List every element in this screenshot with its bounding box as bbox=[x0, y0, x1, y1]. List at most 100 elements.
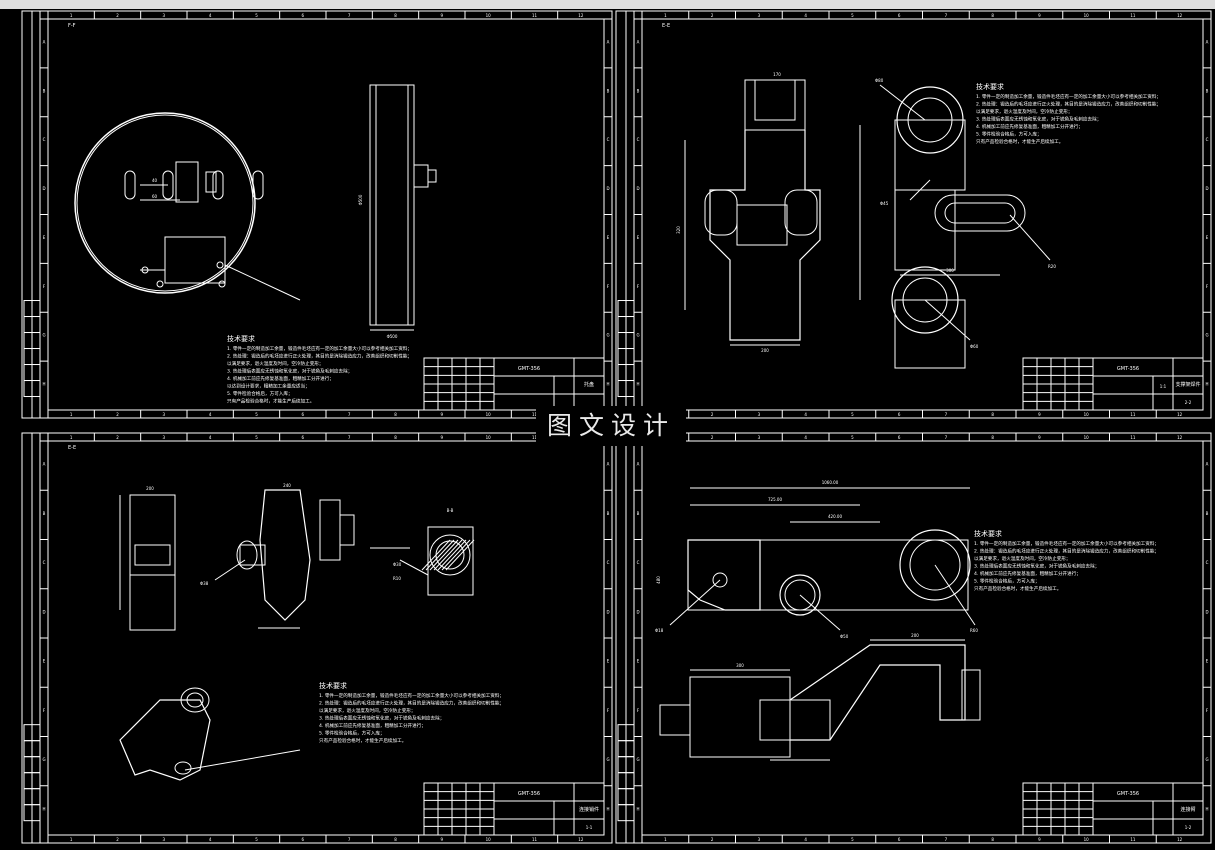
ruler-letter: B bbox=[1206, 511, 1209, 516]
side-pin-head bbox=[236, 540, 258, 570]
section-hatch bbox=[429, 539, 459, 571]
tech-requirement-line: 只有产品检验合格时，才能生产后续加工。 bbox=[319, 737, 406, 744]
tech-requirement-line: 以达到设计要求，粗精加工余量应适当； bbox=[227, 383, 310, 390]
ruler-number: 10 bbox=[486, 13, 492, 18]
view-label: E-E bbox=[68, 445, 76, 451]
ruler-letter: C bbox=[637, 560, 640, 565]
front-body bbox=[129, 494, 176, 576]
dimension-text: Φ50 bbox=[840, 634, 849, 639]
ruler-letter: G bbox=[606, 333, 609, 338]
dimension-text: 170 bbox=[773, 72, 781, 77]
ruler-letter: E bbox=[43, 235, 46, 240]
ruler-letter: B bbox=[607, 88, 610, 93]
ruler-number: 1 bbox=[70, 412, 73, 417]
arm-small-hole bbox=[712, 572, 728, 588]
ruler-number: 3 bbox=[163, 837, 166, 842]
dimension-text: R10 bbox=[393, 576, 401, 581]
tech-requirement-line: 1. 零件一定的制造加工余量，锻造件毛坯应有一定的加工余量大小可以参考相关加工资… bbox=[227, 345, 412, 352]
ruler-number: 3 bbox=[758, 837, 761, 842]
ruler-letter: E bbox=[607, 659, 610, 664]
ruler-letter: D bbox=[606, 609, 609, 614]
drawing-number: GMT-356 bbox=[518, 791, 540, 797]
ruler-letter: D bbox=[1205, 609, 1208, 614]
ruler-letter: F bbox=[1206, 284, 1209, 289]
ruler-number: 5 bbox=[851, 13, 854, 18]
ruler-letter: F bbox=[1206, 708, 1209, 713]
ruler-number: 10 bbox=[1084, 412, 1090, 417]
tech-requirement-line: 3. 热处理后表面应无锈蚀和氧化皮，对于锐角及毛刺应去除； bbox=[974, 563, 1099, 570]
dimension-text: Φ500 bbox=[387, 334, 398, 339]
ruler-number: 8 bbox=[394, 13, 397, 18]
ruler-number: 9 bbox=[1038, 837, 1041, 842]
middle-arm bbox=[894, 189, 956, 271]
leader-line bbox=[214, 559, 246, 581]
ruler-number: 6 bbox=[898, 412, 901, 417]
ruler-letter: C bbox=[43, 560, 46, 565]
dimension-text: 300 bbox=[946, 268, 954, 273]
ruler-number: 1 bbox=[70, 837, 73, 842]
part-title: 支撑架焊件 bbox=[1175, 381, 1200, 388]
ruler-letter: F bbox=[607, 284, 610, 289]
ruler-letter: E bbox=[43, 659, 46, 664]
ruler-letter: B bbox=[1206, 88, 1209, 93]
ruler-number: 10 bbox=[486, 412, 492, 417]
ruler-number: 7 bbox=[348, 435, 351, 440]
tech-requirement-line: 3. 热处理后表面应无锈蚀和氧化皮，对于锐角及毛刺应去除； bbox=[319, 715, 444, 722]
ruler-number: 7 bbox=[945, 13, 948, 18]
mounting-slot bbox=[212, 170, 224, 200]
bracket-lug-right bbox=[784, 189, 818, 236]
ruler-number: 4 bbox=[804, 435, 807, 440]
ruler-letter: A bbox=[1206, 462, 1209, 467]
tech-requirements-title: 技术要求 bbox=[227, 334, 255, 343]
section-hatch bbox=[425, 539, 455, 571]
part-title: 连接臂 bbox=[1180, 806, 1195, 813]
ruler-letter: G bbox=[1205, 757, 1208, 762]
ruler-number: 8 bbox=[991, 435, 994, 440]
ruler-number: 10 bbox=[486, 435, 492, 440]
tech-requirement-line: 只有产品检验合格时，才能生产后续加工。 bbox=[976, 138, 1063, 145]
ruler-number: 11 bbox=[532, 837, 538, 842]
dimension-text: 60 bbox=[152, 194, 158, 199]
scale-value: 1:1 bbox=[1160, 384, 1167, 389]
dimension-text: 200 bbox=[146, 486, 154, 491]
ruler-number: 7 bbox=[348, 13, 351, 18]
ruler-letter: F bbox=[43, 708, 46, 713]
dimension-text: 1060.00 bbox=[822, 480, 839, 485]
ruler-letter: G bbox=[606, 757, 609, 762]
ruler-number: 3 bbox=[163, 435, 166, 440]
ruler-number: 3 bbox=[758, 412, 761, 417]
ruler-letter: G bbox=[42, 333, 45, 338]
sheet-number: 2-2 bbox=[1185, 400, 1192, 405]
view-label: E-E bbox=[662, 23, 670, 29]
ruler-letter: G bbox=[636, 757, 639, 762]
binding-record-cell bbox=[617, 804, 635, 822]
ruler-number: 3 bbox=[163, 412, 166, 417]
iso-eye bbox=[174, 761, 192, 775]
ruler-number: 4 bbox=[209, 837, 212, 842]
ruler-letter: E bbox=[1206, 659, 1209, 664]
tech-requirement-line: 5. 零件检验合格后，方可入库； bbox=[974, 578, 1040, 585]
sheet-outer-frame bbox=[615, 432, 1212, 844]
ruler-letter: G bbox=[636, 333, 639, 338]
ruler-number: 10 bbox=[1084, 837, 1090, 842]
disc-inner-edge bbox=[76, 114, 254, 292]
ruler-letter: C bbox=[1206, 560, 1209, 565]
front-lower bbox=[129, 574, 176, 631]
tech-requirement-line: 1. 零件一定的制造加工余量，锻造件毛坯应有一定的加工余量大小可以参考相关加工资… bbox=[974, 540, 1159, 547]
ruler-number: 11 bbox=[532, 13, 538, 18]
ruler-number: 7 bbox=[945, 412, 948, 417]
ruler-number: 3 bbox=[758, 435, 761, 440]
upper-arm bbox=[894, 119, 966, 191]
ruler-number: 1 bbox=[70, 13, 73, 18]
tech-requirement-line: 以满足要求，退火温度及时间，空冷防止变形； bbox=[976, 108, 1072, 115]
side-view-boss-tip bbox=[427, 169, 437, 183]
ruler-number: 9 bbox=[441, 13, 444, 18]
arm-end-eye bbox=[899, 529, 971, 601]
sheet-inner-frame bbox=[641, 440, 1204, 836]
ruler-letter: D bbox=[1205, 186, 1208, 191]
dimension-text: Φ80 bbox=[875, 78, 884, 83]
ruler-number: 12 bbox=[578, 837, 584, 842]
binding-record-cell bbox=[23, 380, 41, 398]
